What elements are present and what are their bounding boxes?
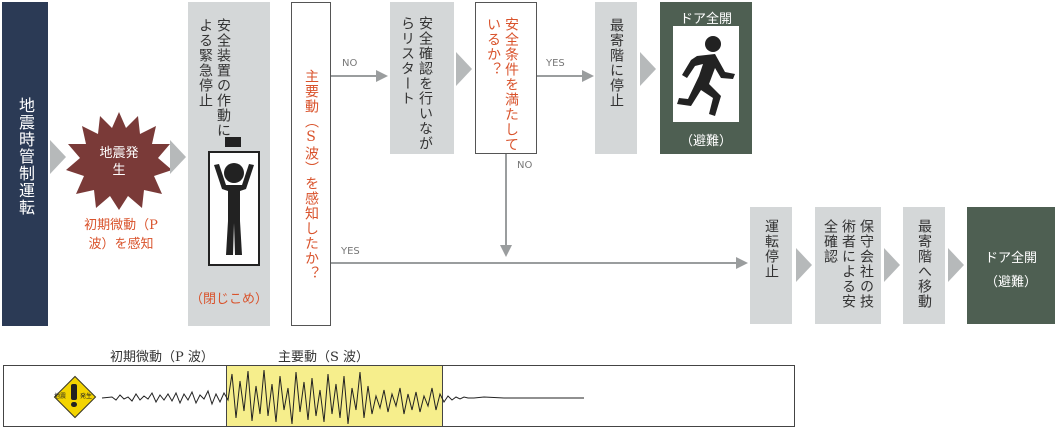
arrow-chevron (170, 140, 186, 174)
s-wave-question-box: 主要動（S波）を感知したか？ (291, 2, 331, 326)
wave-label-s: 主要動（S 波） (278, 350, 370, 365)
arrow-head (376, 70, 388, 82)
move-nearest-box: 最寄階へ移動 (903, 207, 945, 324)
arrow-chevron (884, 248, 900, 282)
stop-operation-box: 運転停止 (750, 207, 792, 324)
earthquake-burst-icon (66, 112, 172, 210)
restart-box: 安全確認を行いながらリスタート (390, 2, 454, 154)
yes2-label: YES (546, 58, 565, 69)
yes2-line (537, 75, 583, 77)
running-person-icon (673, 26, 739, 122)
no-branch-line (331, 75, 377, 77)
door-open-bottom-box: ドア全開 （避難） (967, 207, 1055, 324)
burst-label: 地震発生 (99, 146, 139, 178)
arrow-head (736, 257, 748, 269)
stop-nearest-box: 最寄階に停止 (595, 2, 637, 154)
safety-condition-question: 安全条件を満たしているか？ (475, 2, 537, 154)
door-open-top-box: ドア全開 （避難） (660, 2, 752, 154)
no-label: NO (342, 58, 358, 69)
elevator-trapped-icon (208, 137, 260, 267)
yes-branch-line (331, 262, 737, 264)
yes-label: YES (341, 246, 360, 257)
maintenance-check-box: 保守会社の技術者による安全確認 (815, 207, 881, 324)
earthquake-warning-icon: 地震 発生 (52, 374, 97, 419)
arrow-chevron (50, 140, 66, 174)
arrow-chevron (456, 52, 472, 86)
no2-line (505, 154, 507, 246)
arrow-chevron (948, 248, 964, 282)
p-wave-detect-label: 初期微動（P波）を感知 (84, 218, 158, 252)
earthquake-control-label: 地震時管制運転 (2, 2, 48, 326)
seismograph-panel: 地震 発生 (3, 365, 795, 427)
no2-label: NO (517, 160, 533, 171)
arrow-head (582, 70, 594, 82)
wave-label-p: 初期微動（P 波） (110, 350, 214, 365)
arrow-head (500, 245, 512, 257)
arrow-chevron (640, 52, 656, 86)
safety-device-box: 安全装置の作動による緊急停止 （閉じこめ） (188, 2, 270, 326)
arrow-chevron (796, 248, 812, 282)
seismic-waveform (101, 369, 584, 425)
